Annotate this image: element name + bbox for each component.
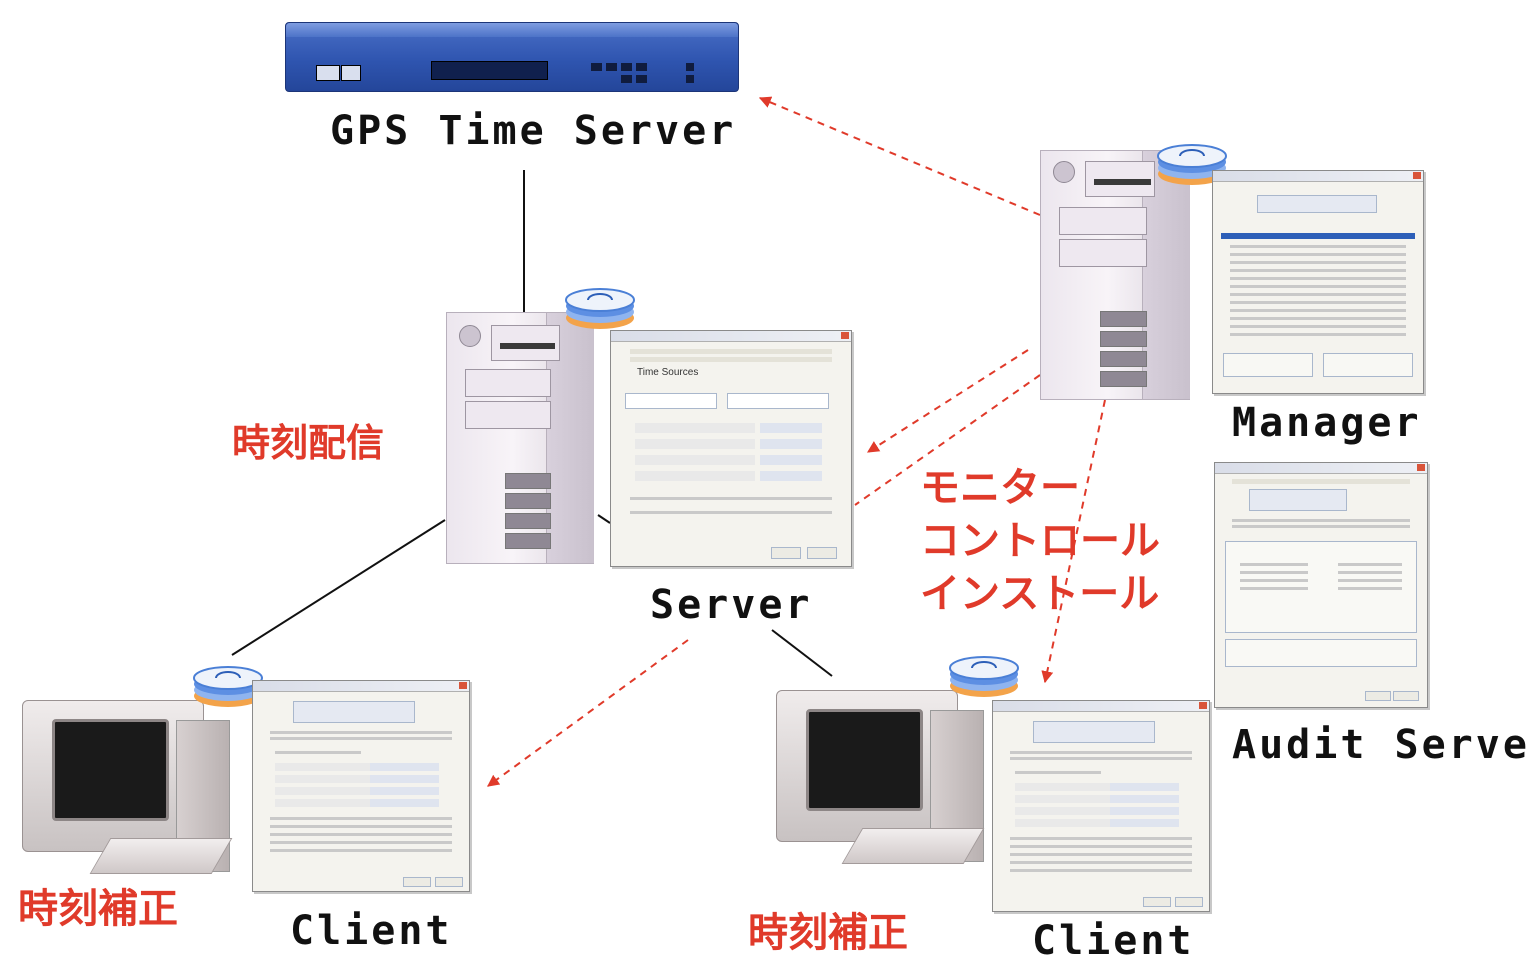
audit-server-window <box>1214 462 1428 708</box>
client-left-keyboard <box>89 838 233 874</box>
manager-tower <box>1040 150 1190 400</box>
manager-window <box>1212 170 1424 394</box>
arrow-server-client <box>487 639 689 787</box>
client-left-label: Client <box>290 908 453 954</box>
client-right-clock-icon <box>949 656 1019 697</box>
client-left-clock-icon <box>193 666 263 707</box>
correct-right-label: 時刻補正 <box>748 910 908 956</box>
manager-label: Manager <box>1232 400 1422 446</box>
client-right-label: Client <box>1032 918 1195 964</box>
monitor-label: モニター <box>920 465 1080 511</box>
install-label: インストール <box>920 571 1160 617</box>
server-label: Server <box>650 582 813 628</box>
arrow-manager-gps <box>758 96 1041 216</box>
link-server-client-right <box>771 629 833 677</box>
client-right-keyboard <box>841 828 985 864</box>
line-manager-server-2 <box>854 374 1041 506</box>
client-right-monitor <box>776 690 958 842</box>
gps-time-server-label: GPS Time Server <box>330 108 737 154</box>
correct-left-label: 時刻補正 <box>18 886 178 932</box>
client-left-window <box>252 680 470 892</box>
control-label: コントロール <box>920 518 1160 564</box>
server-window-title: Time Sources <box>637 367 699 378</box>
gps-time-server-device <box>285 22 739 92</box>
audit-server-label: Audit Server <box>1232 722 1527 768</box>
server-tower <box>446 312 594 564</box>
arrow-manager-client <box>1041 399 1106 684</box>
server-config-window: Time Sources <box>610 330 852 567</box>
link-server-client-left <box>231 519 446 656</box>
client-right-window <box>992 700 1210 912</box>
client-left-monitor <box>22 700 204 852</box>
link-server-window <box>597 514 611 524</box>
manager-clock-icon <box>1157 144 1227 185</box>
distribute-label: 時刻配信 <box>232 421 385 465</box>
server-clock-icon <box>565 288 635 329</box>
arrow-manager-server <box>866 349 1029 453</box>
